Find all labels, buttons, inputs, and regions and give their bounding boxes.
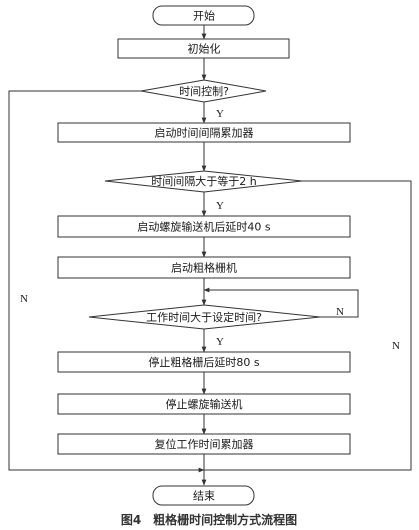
decision-work-time-label: 工作时间大于设定时间? [146,310,262,324]
reset-accumulator-label: 复位工作时间累加器 [155,437,254,451]
decision-time-control: 时间控制? [140,79,267,103]
start-screw-delay-label: 启动螺旋输送机后延时40 s [137,220,270,234]
end-shape [152,485,255,506]
stop-screw-shape [57,393,351,415]
stop-grate-delay-process: 停止粗格栅后延时80 s [57,351,351,373]
start-accumulator-label: 启动时间间隔累加器 [155,127,254,140]
init-process: 初始化 [117,38,290,59]
start-terminal: 开始 [152,5,255,26]
edge-decision2-no-loop [204,180,412,471]
decision-time-control-label: 时间控制? [179,84,229,98]
decision-work-time-shape [88,304,321,330]
init-shape [117,38,290,59]
connectors [8,25,412,486]
start-grate-shape [57,256,351,279]
decision-interval-label: 时间间隔大于等于2 h [151,174,256,188]
stop-grate-delay-label: 停止粗格栅后延时80 s [148,355,259,369]
start-grate-process: 启动粗格栅机 [57,256,351,279]
edge-label-no-right: N [392,340,400,352]
reset-accumulator-process: 复位工作时间累加器 [57,433,351,455]
start-accumulator-process: 启动时间间隔累加器 [57,122,351,143]
edge-label-no-left: N [20,293,28,305]
end-terminal: 结束 [152,485,255,506]
start-screw-delay-process: 启动螺旋输送机后延时40 s [57,215,351,238]
edge-label-yes-3: Y [216,336,224,348]
start-shape [152,5,255,26]
start-screw-delay-shape [57,215,351,238]
decision-work-time: 工作时间大于设定时间? [88,304,321,330]
stop-grate-delay-shape [57,351,351,373]
decision-time-control-shape [140,79,267,103]
stop-screw-label: 停止螺旋输送机 [166,397,243,411]
decision-interval-shape [104,170,303,193]
stop-screw-process: 停止螺旋输送机 [57,393,351,415]
edge-label-no-inner: N [336,306,344,318]
edge-label-yes-2: Y [216,200,224,212]
edge-decision1-no-loop [8,90,205,473]
decision-interval: 时间间隔大于等于2 h [104,170,303,193]
edge-decision3-no-loop [203,287,359,318]
start-grate-label: 启动粗格栅机 [171,261,237,275]
init-label: 初始化 [188,42,221,56]
figure-caption: 图4 粗格栅时间控制方式流程图 [121,512,297,527]
start-label: 开始 [193,9,215,23]
edge-label-yes-1: Y [216,108,224,120]
start-accumulator-shape [57,122,351,143]
reset-accumulator-shape [57,433,351,455]
end-label: 结束 [193,490,215,503]
